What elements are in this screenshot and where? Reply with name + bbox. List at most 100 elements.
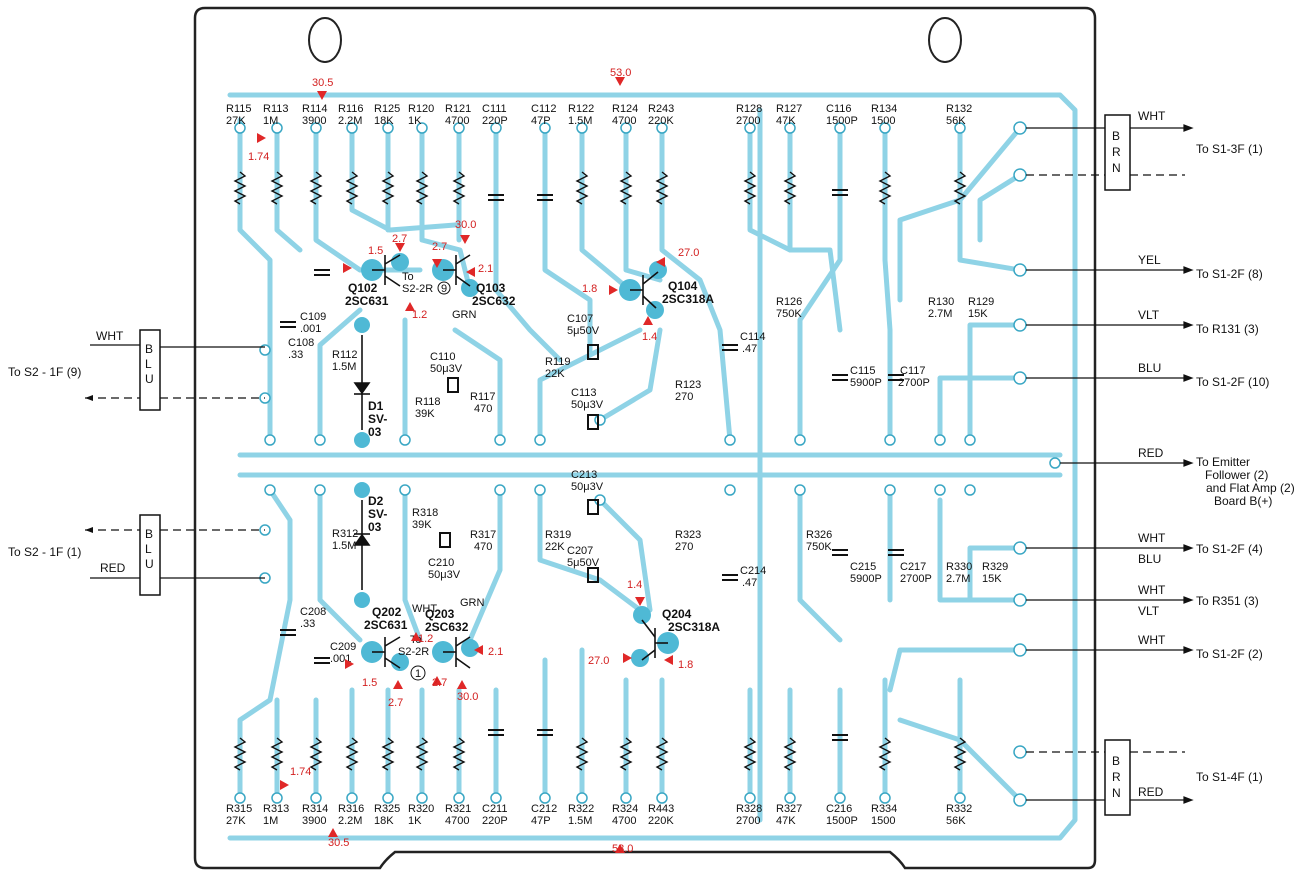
resistor-R243 xyxy=(655,171,669,205)
label-D2: D2 xyxy=(368,494,384,508)
label-Q204: Q204 xyxy=(662,607,692,621)
label-C213: C213 xyxy=(571,469,597,481)
type-D1-a: SV- xyxy=(368,412,387,426)
label-R312: R312 xyxy=(332,528,358,540)
voltage-marker xyxy=(615,844,625,853)
label-R122: R122 xyxy=(568,103,594,115)
voltage-marker xyxy=(280,780,289,790)
label-R317: R317 xyxy=(470,529,496,541)
label-R322: R322 xyxy=(568,803,594,815)
value-C216: 1500P xyxy=(826,815,858,827)
right-wire-6b: VLT xyxy=(1138,604,1160,618)
resistor-R124 xyxy=(619,171,633,205)
label-R132: R132 xyxy=(946,103,972,115)
volt-q203-e: 2.7 xyxy=(432,677,447,689)
left-box-top-b: B xyxy=(145,342,153,356)
value-R315: 27K xyxy=(226,815,246,827)
volt-r313: 1.74 xyxy=(290,766,311,778)
label-C112: C112 xyxy=(531,103,556,115)
value-C108: .33 xyxy=(288,349,303,361)
value-C213: 50μ3V xyxy=(571,481,604,493)
value-R325: 18K xyxy=(374,815,394,827)
resistor-R122 xyxy=(575,171,589,205)
value-R128: 2700 xyxy=(736,115,760,127)
volt-q104-e: 1.4 xyxy=(642,331,657,343)
label-C108: C108 xyxy=(288,337,314,349)
right-box-top-n: N xyxy=(1112,161,1121,175)
solder-pads xyxy=(234,121,1061,807)
voltage-marker xyxy=(623,653,632,663)
voltage-marker xyxy=(460,235,470,244)
resistor-R132 xyxy=(953,171,967,205)
type-Q203: 2SC632 xyxy=(425,620,469,634)
resistor-R314 xyxy=(309,737,323,771)
value-C112: 47P xyxy=(531,115,551,127)
value-R320: 1K xyxy=(408,815,422,827)
label-R443: R443 xyxy=(648,803,674,815)
right-wire-8: RED xyxy=(1138,785,1164,799)
label-R324: R324 xyxy=(612,803,638,815)
label-R314: R314 xyxy=(302,803,328,815)
label-C215: C215 xyxy=(850,561,876,573)
value-R329: 15K xyxy=(982,573,1002,585)
left-box-bot-u: U xyxy=(145,557,154,571)
mount-hole-right xyxy=(928,17,962,63)
voltage-marker xyxy=(457,680,467,689)
value-R113: 1M xyxy=(263,115,278,127)
value-R312: 1.5M xyxy=(332,540,356,552)
value-R118: 39K xyxy=(415,408,435,420)
resistor-R134 xyxy=(878,171,892,205)
resistor-R324 xyxy=(619,737,633,771)
label-Q202: Q202 xyxy=(372,605,402,619)
volt-q104-c: 27.0 xyxy=(678,247,699,259)
value-R322: 1.5M xyxy=(568,815,592,827)
type-Q102: 2SC631 xyxy=(345,294,389,308)
volt-q202-e: 1.5 xyxy=(362,677,377,689)
label-Q103: Q103 xyxy=(476,281,506,295)
label-C217: C217 xyxy=(900,561,926,573)
resistor-R313 xyxy=(270,737,284,771)
value-C113: 50μ3V xyxy=(571,399,604,411)
voltage-marker xyxy=(328,828,338,837)
value-C114: .47 xyxy=(742,343,757,355)
value-R313: 1M xyxy=(263,815,278,827)
label-R318: R318 xyxy=(412,507,438,519)
note-one: 1 xyxy=(415,668,421,680)
label-C216: C216 xyxy=(826,803,852,815)
value-R124: 4700 xyxy=(612,115,636,127)
label-C210: C210 xyxy=(428,557,454,569)
label-R328: R328 xyxy=(736,803,762,815)
label-R321: R321 xyxy=(445,803,471,815)
volt-q204-c: 27.0 xyxy=(588,655,609,667)
label-C109: C109 xyxy=(300,311,326,323)
right-wiring xyxy=(1026,124,1194,804)
right-wire-5a: WHT xyxy=(1138,531,1166,545)
left-wire-top: WHT xyxy=(96,329,124,343)
volt-q103-c: 30.0 xyxy=(455,219,476,231)
emitter-line3: and Flat Amp (2) xyxy=(1206,481,1295,495)
note-wht-bot: WHT xyxy=(412,603,437,615)
copper-traces xyxy=(227,92,1078,841)
value-C117: 2700P xyxy=(898,377,930,389)
bottom-row-labels: R31527KR3131MR3143900R3162.2MR32518KR320… xyxy=(226,803,972,827)
resistor-R320 xyxy=(415,737,429,771)
right-dest-2: To R131 (3) xyxy=(1196,322,1259,336)
label-R129: R129 xyxy=(968,296,994,308)
volt-q102-c: 2.7 xyxy=(392,233,407,245)
resistor-R443 xyxy=(655,737,669,771)
voltage-marker xyxy=(656,257,665,267)
right-wire-2: VLT xyxy=(1138,308,1160,322)
value-R116: 2.2M xyxy=(338,115,362,127)
value-R323: 270 xyxy=(675,541,693,553)
value-C210: 50μ3V xyxy=(428,569,461,581)
label-Q104: Q104 xyxy=(668,279,698,293)
value-R130: 2.7M xyxy=(928,308,952,320)
right-box-top-r: R xyxy=(1112,145,1121,159)
label-R117: R117 xyxy=(470,391,495,403)
value-R332: 56K xyxy=(946,815,966,827)
resistor-R322 xyxy=(575,737,589,771)
value-R243: 220K xyxy=(648,115,674,127)
volt-q204-e: 1.4 xyxy=(627,579,642,591)
label-R128: R128 xyxy=(736,103,762,115)
resistor-R127 xyxy=(783,171,797,205)
